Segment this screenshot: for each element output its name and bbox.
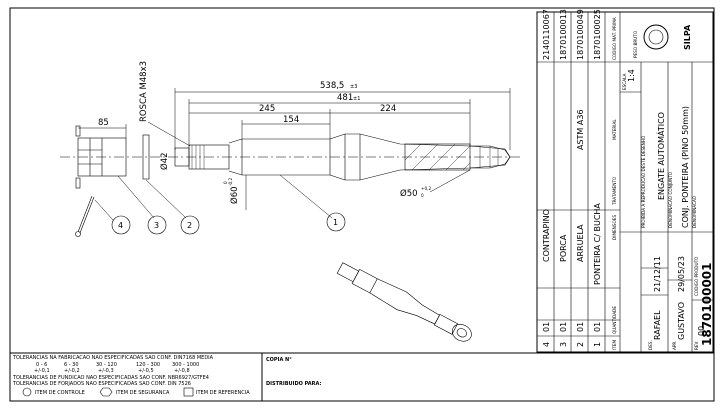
scale-value: 1:4 (627, 69, 636, 82)
part-arruela (142, 134, 150, 180)
part-contrapino (75, 195, 95, 237)
balloons: 1 2 3 4 (94, 174, 346, 235)
denom: CONJ. PONTEIRA (PINO 50mm) (681, 106, 690, 228)
bom-item-3: 3 (559, 342, 568, 347)
thread-label: ROSCA M48x3 (139, 61, 149, 122)
dim-dia50-tol-top: +0,2 (421, 186, 432, 191)
bom-header-code: CODIGO MAT. PRIMA (612, 17, 617, 60)
range-3: 30 - 120 (96, 362, 117, 368)
dim-dia60-tol-bot: -0,2 (228, 177, 233, 186)
des-name: RAFAEL (653, 310, 662, 340)
tol-1: +/-0,1 (34, 368, 50, 374)
legend-control: ITEM DE CONTROLE (35, 390, 85, 396)
bom-item-4: 4 (542, 342, 551, 347)
denom-label: DENOMINACAO (692, 195, 697, 228)
bom-code-4: 2140110067 (542, 9, 551, 60)
rev-value: 00 (697, 326, 706, 336)
balloon-1: 1 (333, 218, 338, 227)
bom-desc-3: PORCA (559, 234, 568, 262)
logo-icon (643, 24, 669, 50)
code-label: CODIGO PRODUTO (694, 256, 699, 296)
dim-154: 154 (283, 115, 299, 125)
bom-header-qty: QUANTIDADE (612, 306, 617, 334)
part-ponteira (60, 133, 520, 181)
safety-icon (99, 387, 113, 397)
logo-text: SILPA (683, 24, 692, 50)
tol-5: +/-0,8 (174, 368, 190, 374)
legend-safety: ITEM DE SEGURANCA (116, 390, 170, 396)
dim-dia42: Ø42 (159, 152, 170, 170)
balloon-2: 2 (187, 221, 192, 230)
dim-dia60-tol-top: 0 (223, 181, 228, 184)
dim-total: 538,5 (320, 81, 344, 91)
dim-481: 481 (337, 93, 353, 103)
balloon-4: 4 (118, 221, 123, 230)
bom-header-item: ITEM (612, 340, 617, 350)
des-label: DES. (648, 340, 653, 350)
dim-245: 245 (259, 104, 275, 114)
bom-qty-3: 01 (559, 322, 568, 332)
product-code-large: 1870100001 (700, 263, 714, 347)
reference-icon (183, 387, 194, 397)
dim-481-tol: ±1 (353, 96, 360, 102)
range-5: 300 - 1000 (172, 362, 199, 368)
tol-3: +/-0,3 (98, 368, 114, 374)
range-1: 0 - 6 (36, 362, 47, 368)
bom-qty-2: 01 (576, 322, 585, 332)
bom-desc-1: PONTEIRA C/ BUCHA (593, 203, 602, 285)
distrib-label: DISTRIBUIDO PARA: (266, 381, 322, 387)
bom-qty-1: 01 (593, 322, 602, 332)
bom-qty-4: 01 (542, 322, 551, 332)
bom-desc-2: ARRUELA (576, 224, 585, 262)
copy-label: COPIA N° (266, 357, 292, 363)
range-2: 6 - 30 (64, 362, 79, 368)
bom-table: 4 3 2 1 ITEM 01 01 01 01 QUANTIDADE CONT… (542, 9, 638, 350)
bom-header-weight: PESO BRUTO (633, 30, 638, 58)
tol-fundicao: TOLERANCIAS DE FUNDICAO NAO ESPECIFICADA… (12, 375, 209, 381)
bom-material-2: ASTM A36 (576, 109, 585, 150)
bom-code-1: 1870100025 (593, 9, 602, 60)
dim-total-tol: ±3 (350, 84, 357, 90)
bom-desc-4: CONTRAPINO (542, 209, 551, 262)
bom-item-1: 1 (593, 342, 602, 347)
des-date: 21/12/11 (653, 256, 662, 292)
footer: TOLERANCIAS NA FABRICACAO NAO ESPECIFICA… (12, 355, 322, 397)
prohibition: PROIBIDA A REPRODUCAO DESTE DESENHO (641, 135, 646, 228)
title-block (536, 11, 714, 353)
balloon-3: 3 (154, 221, 159, 230)
dim-224: 224 (380, 104, 396, 114)
part-porca (75, 125, 127, 189)
legend-ref: ITEM DE REFERENCIA (196, 390, 250, 396)
apr-name-value: GUSTAVO (677, 302, 686, 340)
tol-4: +/-0,5 (138, 368, 154, 374)
dimensions: 538,5 ±3 481 ±1 245 224 154 85 ROSCA M48… (78, 61, 511, 210)
dim-dia60: Ø60 (229, 186, 240, 204)
sheet-border (9, 7, 715, 402)
rev-label: REV. (694, 341, 699, 350)
denom-conj-label: DENOMINACAO CONJUNTO (668, 171, 673, 228)
scale-label-cell: ESCALA (622, 73, 627, 90)
tol-2: +/-0,2 (64, 368, 80, 374)
range-4: 120 - 300 (136, 362, 160, 368)
denom-conj: ENGATE AUTOMÁTICO (655, 112, 666, 200)
bom-header-treatment: TRATAMENTO (612, 176, 617, 206)
dim-dia50-tol-bot: 0 (421, 193, 424, 198)
bom-code-2: 1870100049 (576, 9, 585, 60)
control-icon (22, 387, 32, 397)
bom-header-material: MATERIAL (612, 119, 617, 140)
dim-dia50: Ø50 (400, 188, 418, 199)
tol-forjados: TOLERANCIAS DE FORJADOS NAO ESPECIFICADA… (12, 381, 191, 387)
bom-item-2: 2 (576, 342, 585, 347)
bom-header-desc: DIMENSOES (612, 215, 617, 240)
tol-din: TOLERANCIAS NA FABRICACAO NAO ESPECIFICA… (12, 355, 214, 361)
dim-85: 85 (98, 118, 109, 128)
isometric-view (336, 262, 472, 342)
bom-code-3: 1870100013 (559, 9, 568, 60)
apr-date: 29/05/23 (677, 256, 686, 292)
apr-label: APR. (672, 341, 677, 350)
title-fields: DES. RAFAEL 21/12/11 APR. GUSTAVO GUSTAV… (622, 24, 706, 350)
